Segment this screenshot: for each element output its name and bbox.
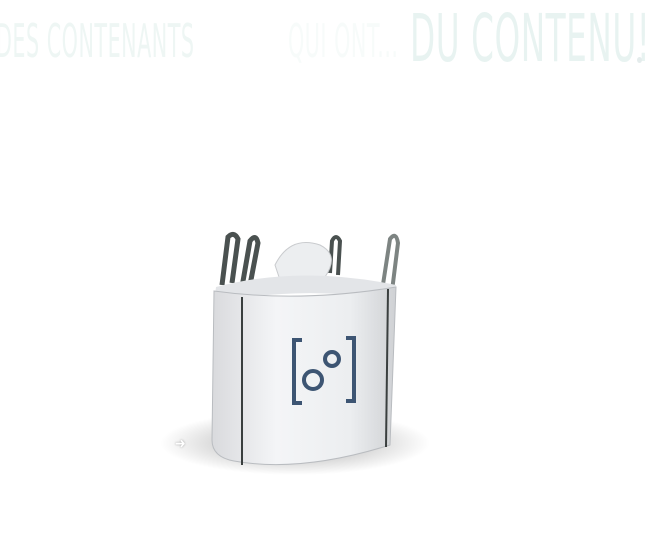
headline-part-1: DES CONTENANTS — [0, 14, 195, 68]
gears-icon — [292, 336, 356, 405]
headline-part-3: DU CONTENU! — [410, 0, 651, 77]
arrow-right-icon: ➜ — [175, 436, 186, 452]
decorative-dot — [637, 57, 642, 63]
headline-part-2: QUI ONT... — [288, 14, 399, 68]
big-bag-image — [160, 231, 430, 475]
